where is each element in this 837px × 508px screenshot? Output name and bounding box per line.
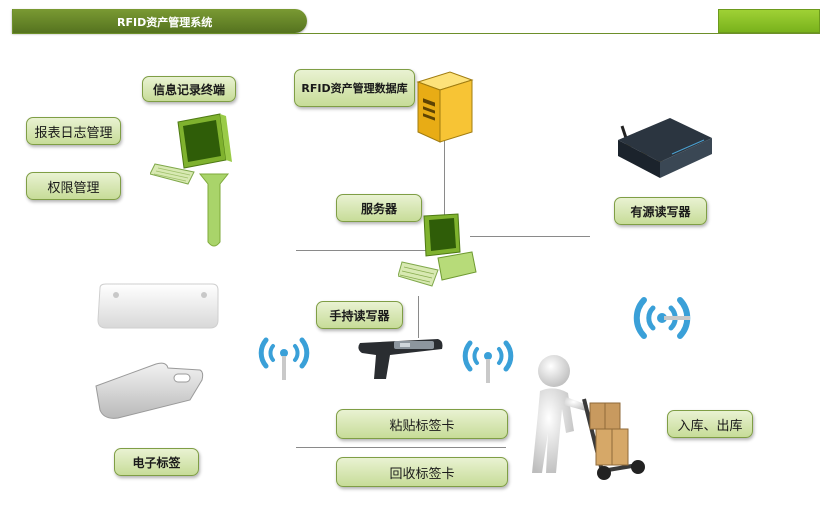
wireless-signal-icon xyxy=(462,340,514,383)
reader-device-icon xyxy=(618,118,712,178)
connector-line xyxy=(418,296,419,338)
paste-tag-label: 粘贴标签卡 xyxy=(336,409,508,439)
server-tower-icon xyxy=(416,71,474,143)
header-bar: RFID资产管理系统 xyxy=(12,9,307,33)
page-title: RFID资产管理系统 xyxy=(117,16,213,29)
computer-icon xyxy=(150,113,232,247)
handheld-reader-label: 手持读写器 xyxy=(316,301,403,329)
server-label: 服务器 xyxy=(336,194,422,222)
header-divider xyxy=(12,33,820,34)
handheld-scanner-icon xyxy=(358,339,443,379)
person-with-cart-icon xyxy=(532,355,645,480)
connector-line xyxy=(296,447,506,448)
rfid-tag-icon xyxy=(97,283,219,329)
database-label: RFID资产管理数据库 xyxy=(294,69,415,107)
computer-icon xyxy=(398,213,477,287)
in-out-label: 入库、出库 xyxy=(667,410,753,438)
report-log-label: 报表日志管理 xyxy=(26,117,121,145)
wireless-signal-icon xyxy=(258,337,310,380)
rfid-tag-icon xyxy=(95,362,204,419)
wireless-signal-icon xyxy=(633,297,691,339)
connector-line xyxy=(470,236,590,237)
header-accent-box xyxy=(718,9,820,33)
permission-label: 权限管理 xyxy=(26,172,121,200)
info-terminal-label: 信息记录终端 xyxy=(142,76,236,102)
connector-line xyxy=(296,250,436,251)
electronic-tag-label: 电子标签 xyxy=(114,448,199,476)
active-reader-label: 有源读写器 xyxy=(614,197,707,225)
header-left-line xyxy=(12,9,13,34)
connector-line xyxy=(444,140,445,220)
recycle-tag-label: 回收标签卡 xyxy=(336,457,508,487)
